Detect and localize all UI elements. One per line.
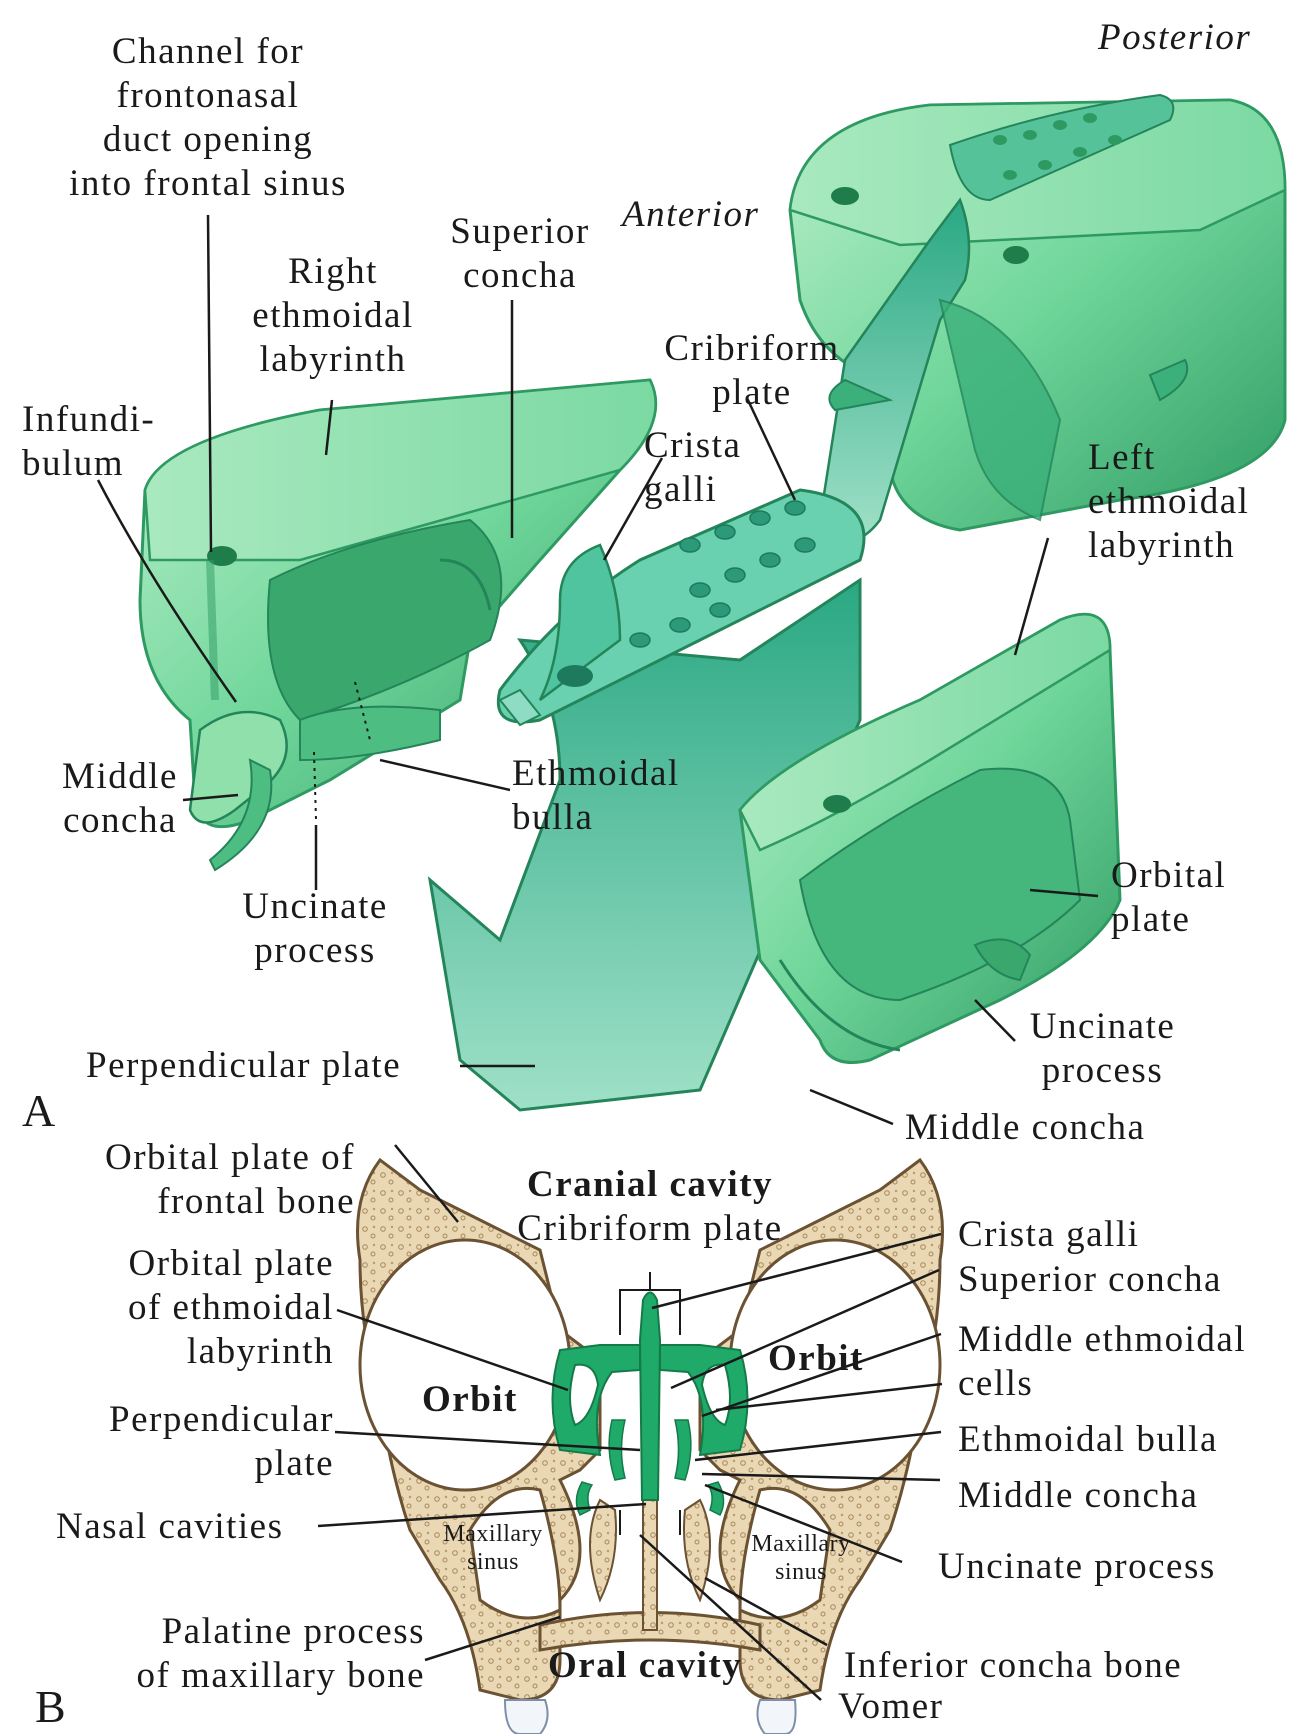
middle-concha-label-a: Middle concha [45, 755, 195, 843]
channel-frontonasal-label: Channel for frontonasal duct opening int… [48, 30, 368, 206]
middle-concha-label-b: Middle concha [958, 1474, 1198, 1518]
uncinate-process-label-b: Uncinate process [938, 1545, 1216, 1589]
orbit-right-label: Orbit [768, 1337, 864, 1381]
crista-galli-label-a: Crista galli [644, 424, 741, 512]
perpendicular-plate-label-b: Perpendicular plate [40, 1398, 334, 1486]
crista-galli-label-b: Crista galli [958, 1213, 1139, 1257]
posterior-label: Posterior [1098, 16, 1251, 60]
uncinate-process-label-a-left: Uncinate process [220, 885, 410, 973]
vomer-label: Vomer [838, 1685, 943, 1729]
maxillary-sinus-right-label: Maxillary sinus [736, 1530, 866, 1586]
infundibulum-label: Infundi- bulum [22, 398, 155, 486]
orbital-plate-frontal-label: Orbital plate of frontal bone [40, 1136, 355, 1224]
left-ethmoidal-labyrinth-label: Left ethmoidal labyrinth [1088, 436, 1249, 568]
anterior-label: Anterior [622, 193, 759, 237]
superior-concha-label-a: Superior concha [425, 210, 615, 298]
uncinate-process-label-a-right: Uncinate process [1010, 1005, 1195, 1093]
right-ethmoidal-labyrinth-label: Right ethmoidal labyrinth [238, 250, 428, 382]
inferior-concha-bone-label: Inferior concha bone [844, 1644, 1182, 1688]
oral-cavity-label: Oral cavity [548, 1644, 742, 1688]
cribriform-plate-label-a: Cribriform plate [652, 327, 852, 415]
palatine-process-label: Palatine process of maxillary bone [40, 1610, 425, 1698]
orbit-left-label: Orbit [422, 1378, 518, 1422]
middle-concha-label-a-right: Middle concha [905, 1106, 1145, 1150]
cranial-cavity-label: Cranial cavity [500, 1163, 800, 1207]
panel-a-label: A [22, 1086, 55, 1136]
orbital-plate-label-a: Orbital plate [1111, 854, 1226, 942]
ethmoidal-bulla-label-a: Ethmoidal bulla [512, 752, 680, 840]
maxillary-sinus-left-label: Maxillary sinus [428, 1520, 558, 1576]
perpendicular-plate-label-a: Perpendicular plate [86, 1044, 401, 1088]
ethmoidal-bulla-label-b: Ethmoidal bulla [958, 1418, 1218, 1462]
superior-concha-label-b: Superior concha [958, 1258, 1222, 1302]
nasal-cavities-label: Nasal cavities [56, 1505, 284, 1549]
cribriform-plate-label-b: Cribriform plate [480, 1207, 820, 1251]
middle-ethmoidal-cells-label: Middle ethmoidal cells [958, 1318, 1246, 1406]
orbital-plate-ethmoidal-label: Orbital plate of ethmoidal labyrinth [40, 1242, 334, 1374]
